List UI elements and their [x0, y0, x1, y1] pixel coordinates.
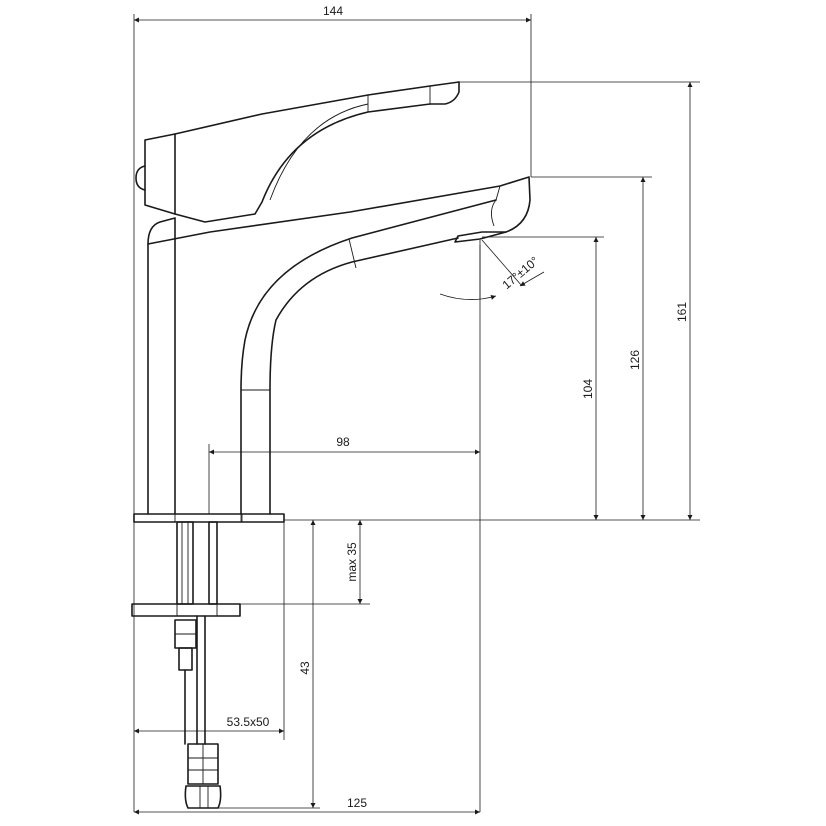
- spray-angle-label: 17°±10°: [500, 254, 542, 292]
- mounting-hardware: [131, 521, 241, 809]
- dimension-label-deck-thickness: max 35: [345, 542, 359, 582]
- dimension-washer-size: 53.5x50: [134, 715, 284, 734]
- dimension-deck-thickness: max 35: [345, 520, 363, 604]
- lever-handle: [135, 81, 460, 223]
- dimension-overall-width: 144: [134, 4, 531, 23]
- dimension-projection: 98: [209, 435, 480, 455]
- extension-lines: [133, 14, 700, 812]
- dimension-label-overall-height: 161: [675, 302, 689, 322]
- dimension-label-washer-size: 53.5x50: [227, 715, 270, 729]
- dimension-shank-length: 43: [298, 520, 316, 808]
- dimension-label-spout-height: 126: [628, 350, 642, 370]
- dimension-outlet-height: 104: [581, 237, 599, 520]
- dimension-overall-height: 161: [675, 82, 693, 520]
- dimension-label-overall-width: 144: [323, 4, 343, 18]
- spray-angle-annotation: 17°±10°: [439, 239, 545, 300]
- dimension-label-outlet-height: 104: [581, 379, 595, 399]
- spout: [147, 176, 531, 515]
- dimension-shank-projection: 125: [134, 796, 480, 815]
- dimension-label-shank-length: 43: [298, 661, 312, 675]
- dimension-label-projection: 98: [336, 435, 350, 449]
- dimension-label-shank-projection: 125: [347, 796, 367, 810]
- dimension-spout-height: 126: [628, 177, 646, 520]
